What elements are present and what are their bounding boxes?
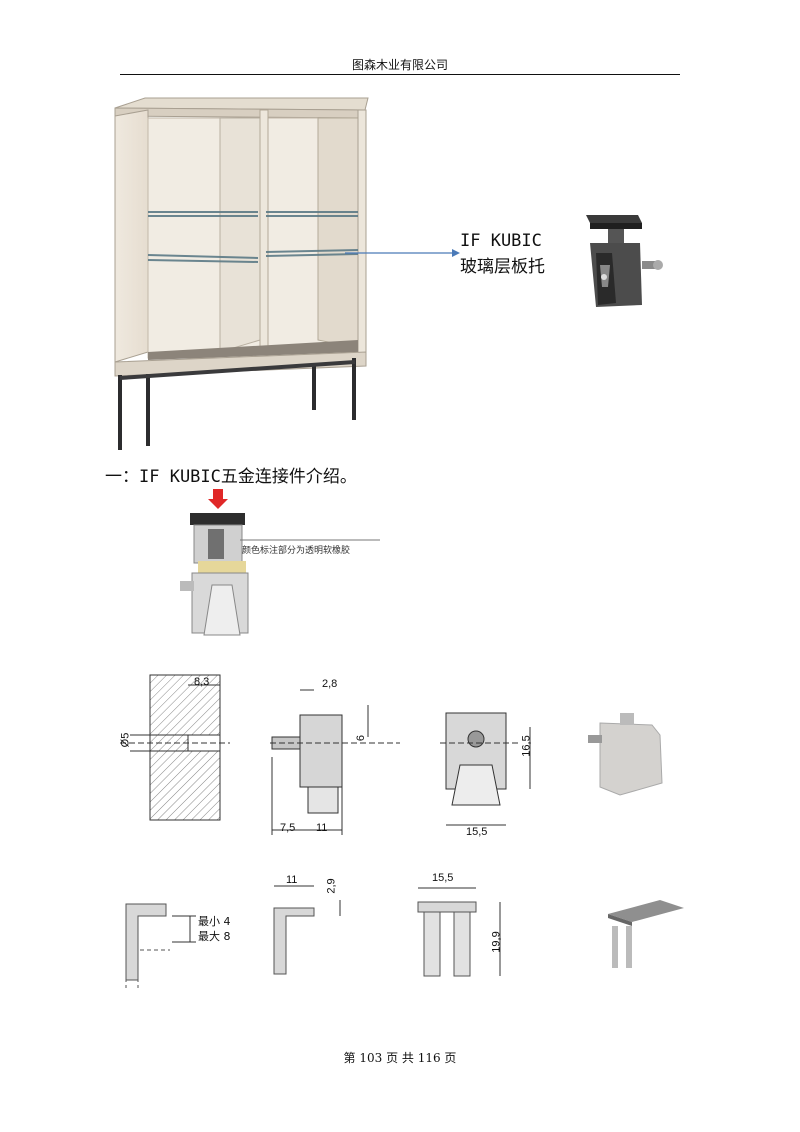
dim-pin-h: 6 [355, 734, 368, 742]
dim-hole-depth: 8,3 [194, 676, 210, 688]
dim-width-a: 7,5 [280, 822, 296, 834]
rubber-note: 颜色标注部分为透明软橡胶 [242, 546, 351, 556]
dim-hole-dia: Ø5 [119, 732, 132, 748]
dim-height: 16,5 [520, 735, 533, 757]
dim-top-w: 11 [286, 874, 298, 886]
page-footer: 第 103 页 共 116 页 [343, 1051, 457, 1065]
dim-width-c: 15,5 [466, 826, 488, 838]
dim-cap-w: 15,5 [432, 872, 454, 884]
tech-drawings-row2 [125, 885, 684, 988]
dim-min: 最小 4 [198, 915, 231, 928]
exploded-connector [180, 489, 380, 636]
dim-top-h: 2,9 [325, 878, 338, 894]
dim-width-b: 11 [316, 822, 328, 834]
connector-photo [586, 215, 663, 307]
tech-drawings-row1 [120, 674, 663, 835]
header-company: 图森木业有限公司 [351, 58, 448, 72]
header-rule [120, 74, 680, 75]
cabinet-illustration [114, 97, 460, 450]
callout-line1: IF KUBIC [460, 231, 542, 251]
dim-pin-len: 2,8 [322, 678, 338, 690]
callout-label: IF KUBIC 玻璃层板托 [460, 228, 545, 280]
dim-cap-h: 19,9 [490, 931, 503, 953]
callout-line2: 玻璃层板托 [460, 257, 545, 277]
dim-max: 最大 8 [198, 930, 231, 943]
section-heading: 一：IF KUBIC五金连接件介绍。 [105, 467, 357, 487]
